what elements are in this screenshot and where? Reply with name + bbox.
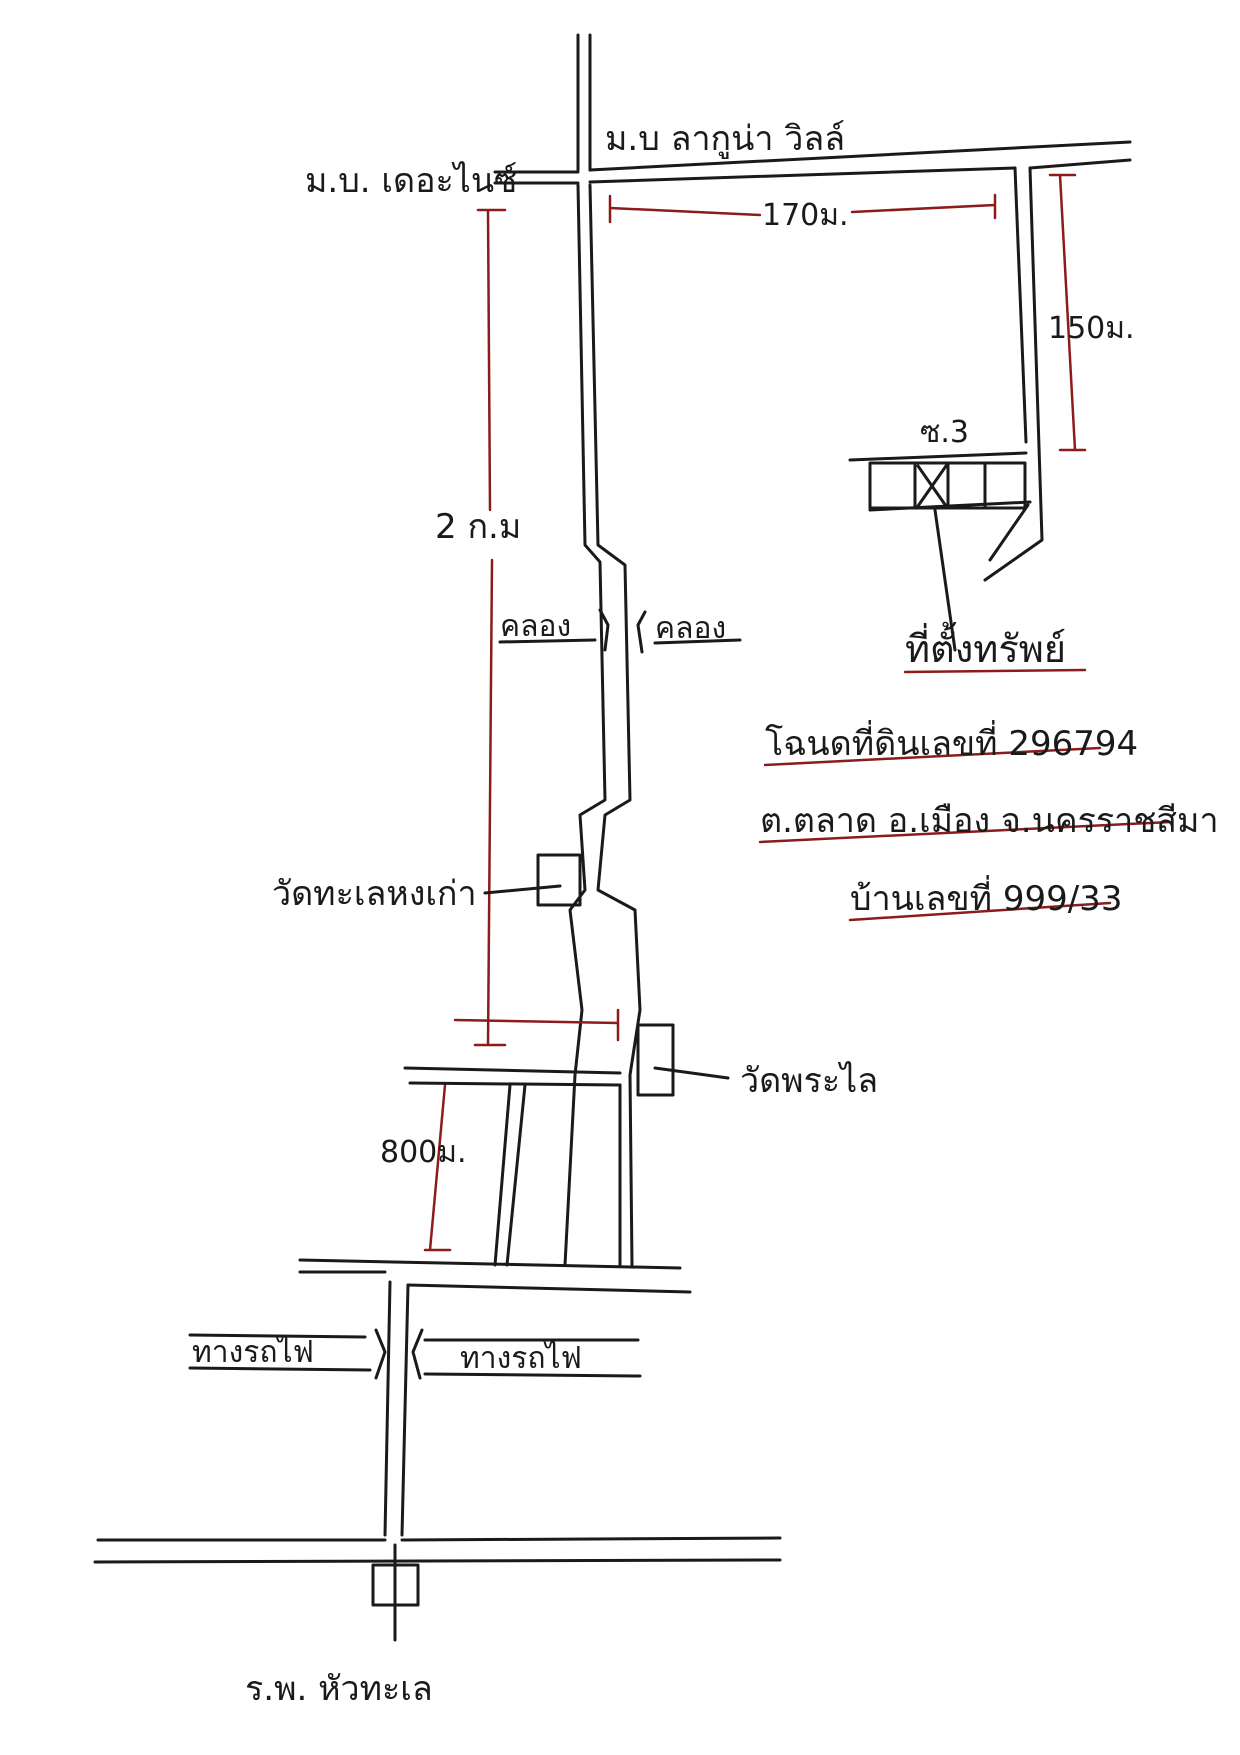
soi3-label: ซ.3 — [920, 415, 969, 450]
canal-right-underline — [653, 638, 742, 645]
south-road-east-edge — [400, 1283, 410, 1537]
lower-road-south-edge — [408, 1081, 622, 1087]
bottom-road-south-edge — [93, 1558, 782, 1564]
east-road-bend — [988, 503, 1030, 562]
railway-left-label: ทางรถไฟ — [192, 1334, 314, 1370]
bottom-road-north-edge — [96, 1536, 782, 1542]
railway-right-lines — [423, 1338, 642, 1378]
subdistrict-district-province-label: ต.ตลาด อ.เมือง จ.นครราชสีมา — [760, 801, 1219, 841]
soi3-north-edge — [848, 451, 1028, 462]
canal-left-bracket — [598, 608, 610, 652]
hospital-label: ร.พ. หัวทะเล — [245, 1669, 433, 1709]
house-number-label: บ้านเลขที่ 999/33 — [850, 875, 1122, 919]
property-location-label: ที่ตั้งทรัพย์ — [905, 621, 1066, 671]
railway-left-lines — [188, 1333, 372, 1372]
temple-south-box — [636, 1023, 675, 1097]
deed-number-label: โฉนดที่ดินเลขที่ 296794 — [765, 720, 1138, 764]
rail-road-north-edge — [298, 1258, 682, 1270]
railway-right-bracket — [411, 1328, 424, 1380]
dimension-2km — [473, 208, 507, 1047]
village-west-label: ม.บ. เดอะไนซ์ — [305, 161, 517, 201]
property-underline — [903, 668, 1087, 674]
top-road-north-edge — [493, 140, 1132, 174]
south-road-west-edge — [383, 1280, 392, 1537]
location-underline — [758, 820, 1172, 844]
soi3-lot-dividers — [913, 461, 987, 510]
top-road-south-edge — [493, 158, 1132, 185]
canal-right-bracket — [636, 610, 647, 654]
railway-right-label: ทางรถไฟ — [460, 1340, 582, 1376]
distance-800m-label: 800ม. — [380, 1135, 467, 1170]
house-no-underline — [848, 901, 1112, 922]
property-marker-x — [916, 464, 948, 508]
lower-road-north-edge — [403, 1066, 622, 1075]
distance-150m-label: 150ม. — [1048, 311, 1135, 346]
rail-road-south-edge — [298, 1270, 692, 1294]
temple-south-leader — [653, 1066, 730, 1080]
canal-right-label: คลอง — [655, 611, 726, 646]
temple-north-label: วัดทะเลหงเก่า — [272, 874, 477, 914]
deed-underline — [763, 746, 1102, 767]
temple-north-box — [536, 853, 582, 907]
distance-2km-label: 2 ก.ม — [435, 507, 521, 547]
main-road-west-edge — [563, 33, 607, 1267]
temple-north-leader — [483, 884, 562, 895]
property-pointer-arrow — [933, 508, 957, 652]
side-street-1 — [493, 1083, 527, 1267]
railway-left-bracket — [374, 1328, 387, 1380]
village-east-label: ม.บ ลากูน่า วิลล์ — [605, 119, 845, 159]
dimension-800m — [423, 1008, 620, 1252]
canal-left-label: คลอง — [500, 609, 571, 644]
main-road-east-edge — [588, 33, 642, 1267]
east-road-east-edge — [983, 166, 1044, 582]
canal-left-underline — [498, 638, 597, 644]
dimension-170m — [608, 193, 997, 224]
distance-170m-label: 170ม. — [762, 198, 849, 233]
east-road-west-edge — [1013, 166, 1028, 444]
dimension-150m — [1048, 173, 1087, 452]
temple-south-label: วัดพระไล — [740, 1061, 878, 1101]
